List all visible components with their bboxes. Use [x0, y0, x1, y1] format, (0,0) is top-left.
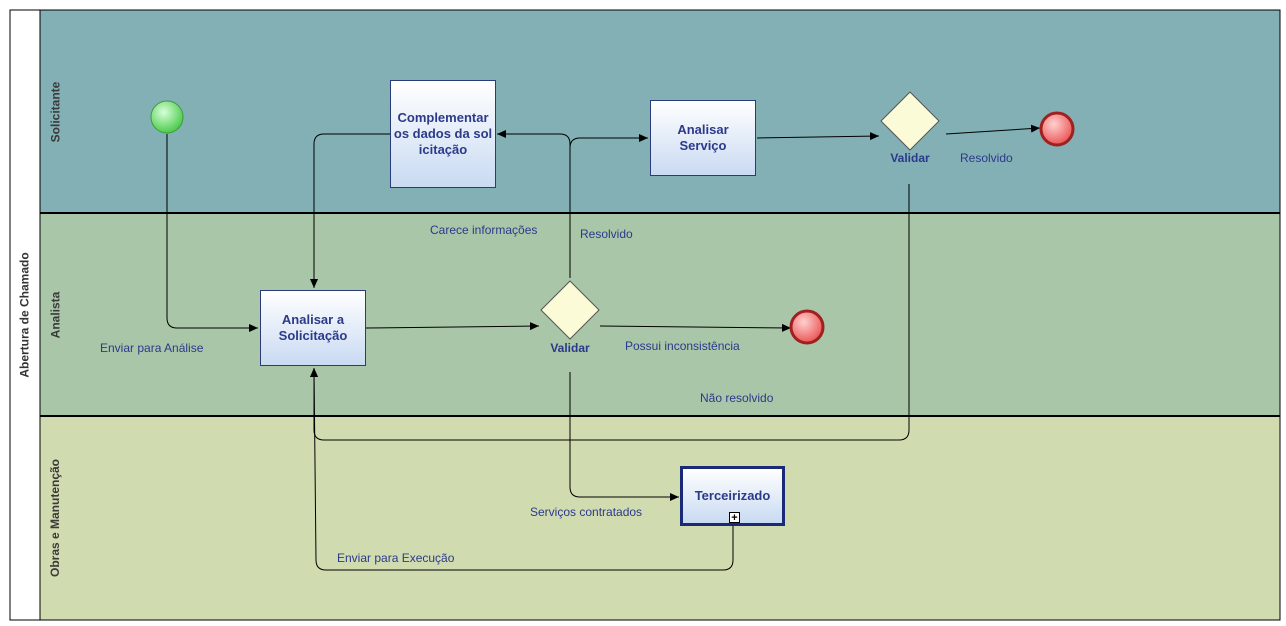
flow-label-carece-informacoes: Carece informações: [430, 223, 538, 237]
task-complementar[interactable]: Complementar os dados da solicitação: [390, 80, 496, 188]
flow-label-resolvido: Resolvido: [580, 227, 633, 241]
pool-title: Abertura de Chamado: [10, 10, 40, 620]
gateway-label: Validar: [550, 341, 590, 355]
lane-label-obras: Obras e Manutenção: [40, 416, 70, 620]
lane-label-text: Obras e Manutenção: [48, 458, 62, 578]
task-label: Terceirizado: [694, 488, 771, 503]
flow-label-resolvido: Resolvido: [960, 151, 1013, 165]
task-analisar-servico[interactable]: Analisar Serviço: [650, 100, 756, 176]
flow-label-nao-resolvido: Não resolvido: [700, 391, 774, 405]
gateway-label: Validar: [890, 151, 930, 165]
expand-plus-icon[interactable]: +: [729, 512, 740, 524]
flow-label-enviar-execucao: Enviar para Execução: [337, 551, 455, 565]
flow-label-enviar-analise: Enviar para Análise: [100, 341, 204, 355]
lane-label-text: Analista: [48, 291, 62, 338]
lane-analista: [39, 212, 1281, 417]
flow-label-servicos-contratados: Serviços contratados: [530, 505, 643, 519]
task-label: Complementar os dados da solicitação: [393, 110, 493, 157]
lane-label-text: Solicitante: [48, 81, 62, 142]
flow-start-to-analisar: [166, 134, 258, 332]
gateway-validar-analista[interactable]: [540, 280, 600, 340]
flow-complementar-to-analisar: [310, 133, 390, 288]
pool-title-text: Abertura de Chamado: [18, 252, 33, 378]
gateway-validar-solicitante[interactable]: [880, 91, 940, 151]
subprocess-terceirizado[interactable]: Terceirizado +: [680, 466, 785, 526]
flow-servicos-contratados: [569, 372, 679, 501]
flow-inconsistencia-to-end: [599, 323, 792, 332]
flow-resolvido-to-servico: [569, 134, 648, 149]
lane-obras: [39, 415, 1281, 621]
end-event-inconsistencia[interactable]: [789, 309, 825, 345]
flow-enviar-execucao: [310, 367, 734, 571]
flow-analisar-to-validar: [365, 322, 540, 331]
lane-label-analista: Analista: [40, 213, 70, 416]
end-event-resolvido[interactable]: [1039, 111, 1075, 147]
flow-validar-to-end: [945, 124, 1041, 135]
flow-servico-to-validar: [756, 132, 880, 141]
task-analisar-solicitacao[interactable]: Analisar a Solicitação: [260, 290, 366, 366]
lane-label-solicitante: Solicitante: [40, 10, 70, 213]
task-label: Analisar Serviço: [677, 122, 729, 153]
flow-label-possui-inconsistencia: Possui inconsistência: [625, 339, 740, 353]
task-label: Analisar a Solicitação: [278, 312, 348, 343]
start-event[interactable]: [150, 100, 184, 134]
